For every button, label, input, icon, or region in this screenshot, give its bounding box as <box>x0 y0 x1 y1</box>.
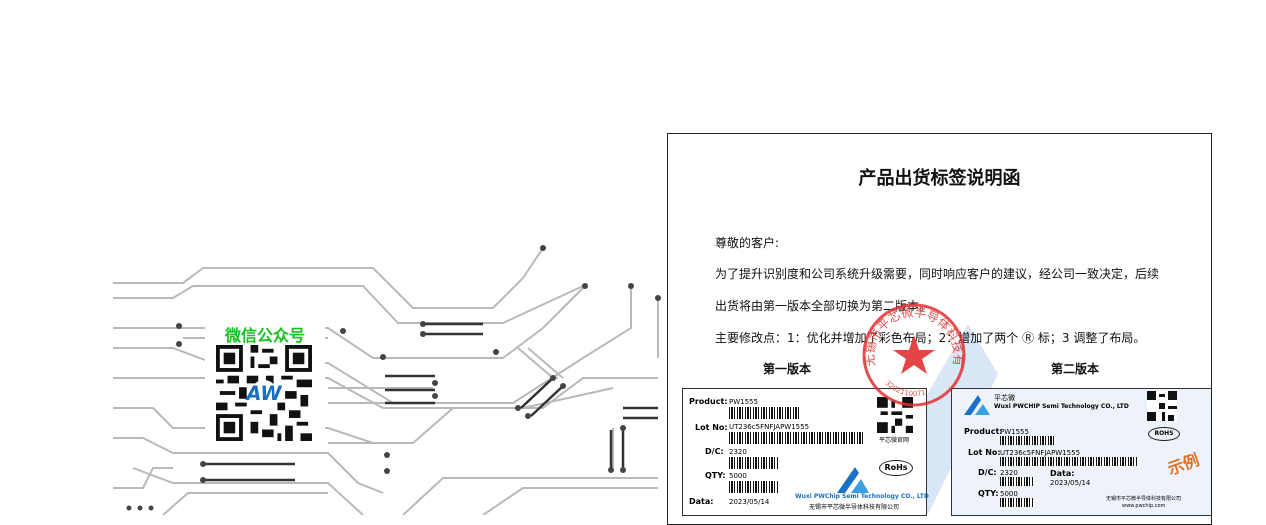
date-value: 2023/05/14 <box>1050 479 1091 487</box>
product-barcode <box>1000 436 1056 445</box>
product-value: PW1555 <box>729 398 758 406</box>
wechat-qr-code[interactable]: AW <box>216 345 312 441</box>
qty-barcode <box>1000 498 1034 507</box>
dc-value: 2320 <box>1000 469 1018 477</box>
paragraph-2: 出货将由第一版本全部切换为第二版本。 <box>715 299 932 313</box>
wechat-qr-card: 微信公众号 AW <box>205 318 325 444</box>
product-value: PW1555 <box>1000 428 1029 436</box>
company-name-cn: 无锡市平芯微半导体科技有限公司 <box>809 504 900 511</box>
version-2-label: 第二版本 <box>1051 362 1100 376</box>
lot-barcode <box>729 432 863 444</box>
website-qr-code <box>877 397 913 433</box>
product-key: Product: <box>689 397 728 406</box>
company-logo <box>964 395 990 415</box>
company-logo <box>837 467 869 493</box>
label-version-1: Product: PW1555 Lot No: UT236c5FNFJAPW15… <box>682 388 929 516</box>
seal-number: 3202110071 <box>883 379 926 398</box>
brand-name-en: Wuxi PWCHIP Semi Technology CO., LTD <box>994 403 1129 410</box>
product-key: Product: <box>964 427 1003 436</box>
paragraph-1: 为了提升识别度和公司系统升级需要，同时响应客户的建议，经公司一致决定，后续 <box>715 267 1160 281</box>
date-key: Data: <box>689 497 714 506</box>
shipping-label-letter: 产品出货标签说明函 尊敬的客户: 为了提升识别度和公司系统升级需要，同时响应客户… <box>667 133 1212 525</box>
dc-key: D/C: <box>978 468 997 477</box>
letter-title: 产品出货标签说明函 <box>858 168 1021 189</box>
rohs-badge: ROHS <box>1148 427 1180 441</box>
label-version-2: 平芯微 Wuxi PWCHIP Semi Technology CO., LTD… <box>951 388 1211 516</box>
company-name-en: Wuxi PWChip Semi Technology CO., LTD <box>795 493 929 500</box>
website-text: www.pwchip.com <box>1122 503 1166 509</box>
qr-caption: 平芯微官网 <box>879 437 910 444</box>
qty-barcode <box>729 481 779 493</box>
rohs-badge: RoHs <box>879 460 913 476</box>
qty-value: 5000 <box>729 472 747 480</box>
lot-value: UT236c5FNFJAPW1555 <box>1000 449 1081 457</box>
lot-barcode <box>1000 457 1138 466</box>
brand-name-cn: 平芯微 <box>994 394 1015 402</box>
company-seal: 无锡市平芯微半导体科技有限公司 3202110071 <box>858 299 966 407</box>
dc-value: 2320 <box>729 448 747 456</box>
date-key: Data: <box>1050 469 1075 478</box>
greeting-text: 尊敬的客户: <box>715 236 780 250</box>
qty-value: 5000 <box>1000 490 1018 498</box>
sample-watermark: 示例 <box>1165 450 1202 479</box>
company-name-cn: 无锡市平芯微半导体科技有限公司 <box>1106 496 1182 502</box>
dc-barcode <box>1000 477 1034 486</box>
svg-text:AW: AW <box>245 382 283 405</box>
lot-key: Lot No: <box>968 448 1001 457</box>
lot-key: Lot No: <box>695 423 728 432</box>
paragraph-3: 主要修改点：1：优化并增加了彩色布局；2：增加了两个 Ⓡ 标；3 调整了布局。 <box>715 331 1146 345</box>
dc-key: D/C: <box>705 447 724 456</box>
qty-key: QTY: <box>978 489 999 498</box>
website-qr-code <box>1147 391 1177 421</box>
lot-value: UT236c5FNFJAPW1555 <box>729 423 810 431</box>
circuit-board-illustration <box>113 245 661 515</box>
svg-text:3202110071: 3202110071 <box>883 379 926 398</box>
date-value: 2023/05/14 <box>729 498 770 506</box>
version-1-label: 第一版本 <box>763 362 812 376</box>
qty-key: QTY: <box>705 471 726 480</box>
product-barcode <box>729 407 799 419</box>
wechat-title: 微信公众号 <box>224 326 305 345</box>
dc-barcode <box>729 457 779 469</box>
